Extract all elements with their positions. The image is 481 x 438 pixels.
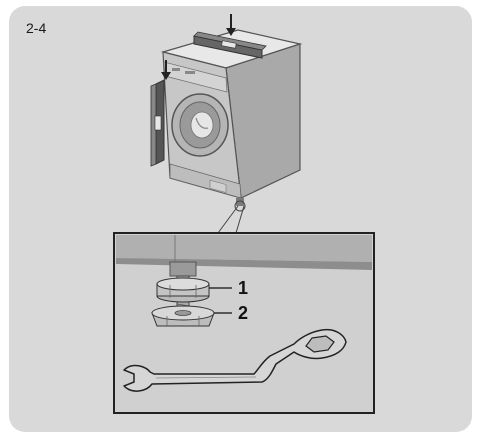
wrench-icon — [123, 328, 347, 392]
callout-number-2: 2 — [238, 303, 248, 323]
down-arrow-icon — [161, 60, 171, 80]
spirit-level-top — [193, 31, 267, 59]
spirit-level-side — [150, 79, 165, 167]
callout-number-1: 1 — [238, 278, 248, 298]
adjustable-foot — [151, 305, 215, 327]
detail-view — [113, 232, 375, 414]
washing-machine — [160, 29, 303, 206]
door — [171, 93, 229, 157]
down-arrow-icon — [226, 14, 236, 36]
locknut — [156, 277, 210, 303]
figure-label: 2-4 — [26, 20, 47, 36]
